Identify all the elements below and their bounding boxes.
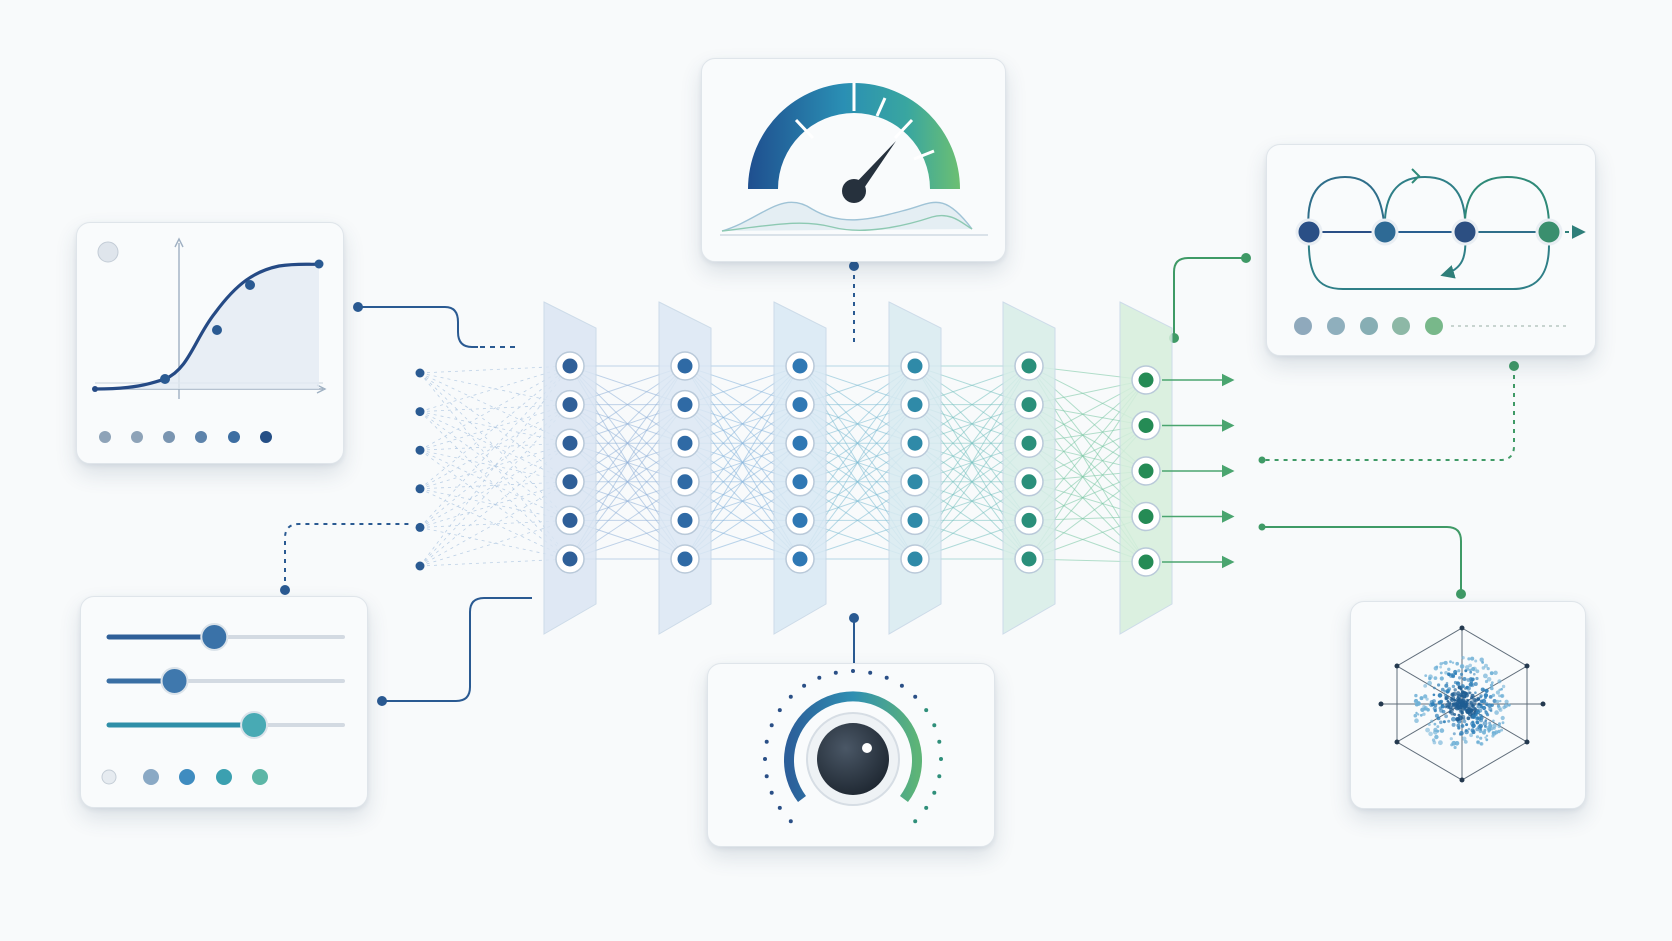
slider[interactable] [106,623,345,651]
network-node [555,389,585,420]
network-node [1131,456,1161,486]
speedometer-gauge-icon [720,83,988,236]
slider[interactable] [106,711,345,739]
network-node [555,428,585,458]
sigmoid-curve-chart-icon [92,237,327,399]
network-node [1014,389,1044,420]
network-node [670,428,700,458]
connector-sliders-to-inputs [280,523,532,706]
network-node [785,389,815,420]
network-node [1014,467,1044,497]
connector-knob-to-network [849,613,859,668]
network-node [670,505,700,536]
network-node [900,544,930,574]
tuning-knob-icon [763,669,943,824]
network-node [1131,501,1161,532]
state-flow-footer-dots [1294,317,1567,335]
network-node [900,389,930,420]
output-arrows [1162,373,1235,569]
sigmoid-curve-card[interactable] [76,222,344,464]
parameter-sliders-icon [101,623,345,785]
input-dot [415,407,425,417]
network-node [1014,505,1044,536]
input-dot [415,522,425,532]
network-node [1131,365,1161,395]
network-node [1014,428,1044,458]
network-node [1131,547,1161,577]
slider[interactable] [106,667,345,695]
network-node [670,351,700,381]
connector-output-to-embedding [1258,523,1466,599]
knob-card[interactable] [707,663,995,847]
network-node [900,351,930,381]
network-node [1014,351,1044,381]
network-node [900,428,930,458]
input-dot [415,484,425,494]
connector-gauge-to-network [849,261,859,344]
network-node [670,467,700,497]
state-flow-card[interactable] [1266,144,1596,356]
network-node [555,467,585,497]
point-cloud-embedding-icon [1378,625,1546,783]
network-node [900,505,930,536]
network-node [785,505,815,536]
network-node [670,389,700,420]
network-node [900,467,930,497]
network-node [670,544,700,574]
input-dot [415,445,425,455]
network-node [785,428,815,458]
network-nodes [555,351,1161,577]
network-node [785,544,815,574]
input-dot [415,368,425,378]
connector-state-flow-return [1258,361,1519,464]
sigmoid-footer-dots [99,431,272,443]
network-node [555,505,585,536]
network-node [785,351,815,381]
network-node [555,351,585,381]
sliders-card[interactable] [80,596,368,808]
network-node [555,544,585,574]
input-dot [415,561,425,571]
input-dots [415,368,425,571]
gauge-card[interactable] [701,58,1006,262]
network-node [785,467,815,497]
connector-sigmoid-to-network [353,302,516,348]
network-node [1131,410,1161,441]
connector-output-to-state-flow [1169,253,1251,343]
network-node [1014,544,1044,574]
embedding-card[interactable] [1350,601,1586,809]
state-transition-flow-icon [1295,168,1586,290]
